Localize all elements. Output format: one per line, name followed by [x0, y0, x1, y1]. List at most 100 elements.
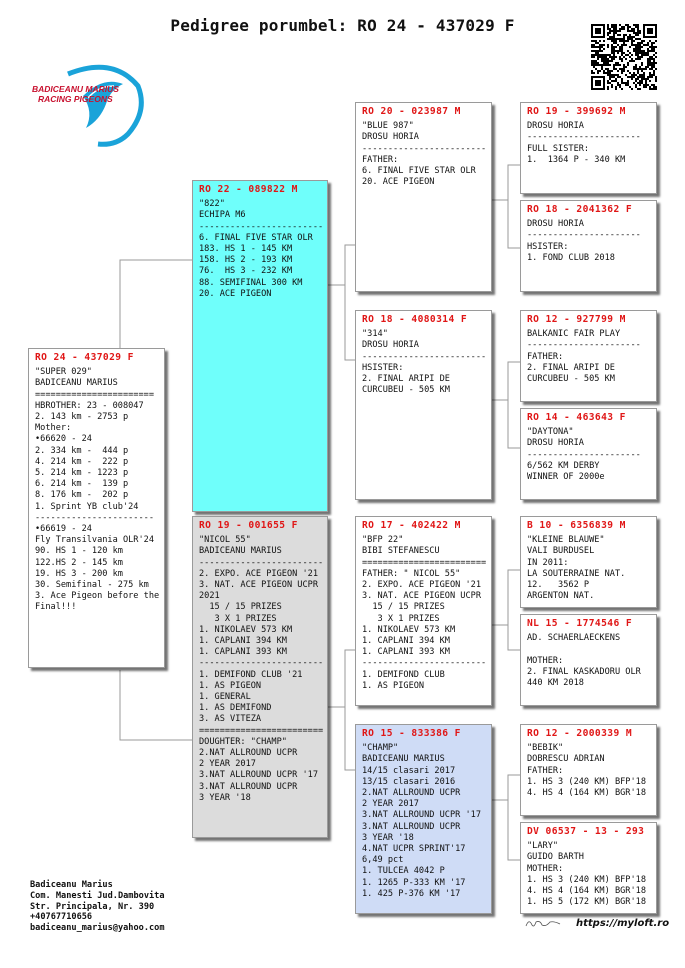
- pigeon-info-line: IN 2011:: [527, 557, 569, 568]
- ring-number: RO 24 - 437029 F: [35, 352, 134, 363]
- qr-code-icon: [591, 24, 657, 90]
- pigeon-info-line: ------------------------: [362, 351, 487, 362]
- pigeon-info-line: 3.NAT ALLROUND UCPR '17: [362, 810, 481, 821]
- pigeon-info-line: ------------------------: [199, 658, 324, 669]
- pigeon-info-line: BADICEANU MARIUS: [35, 378, 118, 389]
- pigeon-info-line: 6. 214 km - 139 p: [35, 479, 129, 490]
- pigeon-info-line: ----------------------: [527, 230, 641, 241]
- pigeon-info-line: ARGENTON NAT.: [527, 591, 595, 602]
- pigeon-info-line: WINNER OF 2000e: [527, 472, 605, 483]
- ring-number: RO 14 - 463643 F: [527, 412, 626, 423]
- pigeon-info-line: 3 X 1 PRIZES: [362, 613, 440, 624]
- pigeon-info-line: 1. AS DEMIFOND: [199, 703, 272, 714]
- pigeon-info-line: 3 X 1 PRIZES: [199, 613, 277, 624]
- dam-sire-card[interactable]: RO 17 - 402422 M"BFP 22"BIBI STEFANESCU=…: [355, 516, 492, 706]
- sire-card[interactable]: RO 22 - 089822 M"822"ECHIPA M6----------…: [192, 180, 328, 512]
- pigeon-info-line: ------------------------: [199, 557, 324, 568]
- pigeon-info-line: 1. 1364 P - 340 KM: [527, 154, 626, 165]
- ring-number: RO 18 - 4080314 F: [362, 314, 467, 325]
- pigeon-info-line: 3. Ace Pigeon before the: [35, 591, 160, 602]
- sire-sire-card[interactable]: RO 20 - 023987 M"BLUE 987"DROSU HORIA---…: [355, 102, 492, 292]
- ring-number: DV 06537 - 13 - 293: [527, 826, 645, 837]
- pigeon-info-line: DROSU HORIA: [362, 132, 419, 143]
- pigeon-info-line: 6. FINAL FIVE STAR OLR: [362, 166, 476, 177]
- pigeon-card[interactable]: RO 24 - 437029 F"SUPER 029"BADICEANU MAR…: [28, 348, 165, 668]
- pigeon-info-line: MOTHER:: [527, 863, 564, 874]
- dam-card[interactable]: RO 19 - 001655 F"NICOL 55"BADICEANU MARI…: [192, 516, 328, 838]
- pigeon-info-line: 2. FINAL ARIPI DE: [527, 362, 615, 373]
- pigeon-info-line: 1. NIKOLAEV 573 KM: [362, 624, 456, 635]
- pigeon-info-line: 3 YEAR '18: [362, 832, 414, 843]
- pigeon-info-line: •66619 - 24: [35, 524, 92, 535]
- pigeon-info-line: "NICOL 55": [199, 535, 251, 546]
- pigeon-info-line: ----------------------: [527, 449, 641, 460]
- pigeon-info-line: CURCUBEU - 505 KM: [362, 385, 450, 396]
- pigeon-info-line: 1. CAPLANI 394 KM: [362, 636, 450, 647]
- pigeon-info-line: 1. DEMIFOND CLUB '21: [199, 669, 303, 680]
- pigeon-info-line: Final!!!: [35, 602, 77, 613]
- ring-number: RO 12 - 2000339 M: [527, 728, 632, 739]
- pigeon-info-line: FULL SISTER:: [527, 143, 590, 154]
- pigeon-info-line: -----------------------: [35, 512, 154, 523]
- pigeon-info-line: 76. HS 3 - 232 KM: [199, 266, 293, 277]
- owner-contact: Badiceanu Marius Com. Manesti Jud.Dambov…: [30, 880, 165, 934]
- pigeon-info-line: HBROTHER: 23 - 008047: [35, 400, 144, 411]
- pigeon-info-line: LA SOUTERRAINE NAT.: [527, 568, 626, 579]
- pigeon-info-line: "BFP 22": [362, 535, 404, 546]
- pigeon-info-line: 3. NAT. ACE PIGEON UCPR: [362, 591, 481, 602]
- pigeon-info-line: ========================: [362, 557, 487, 568]
- pigeon-info-line: 2 YEAR 2017: [362, 799, 419, 810]
- pigeon-info-line: 30. Semifinal - 275 km: [35, 580, 149, 591]
- contact-line: Str. Principala, Nr. 390: [30, 901, 155, 912]
- pigeon-info-line: 1. HS 3 (240 KM) BFP'18: [527, 776, 646, 787]
- pigeon-info-line: 4. HS 4 (164 KM) BGR'18: [527, 788, 646, 799]
- pigeon-info-line: "DAYTONA": [527, 427, 574, 438]
- ring-number: RO 18 - 2041362 F: [527, 204, 632, 215]
- pigeon-info-line: DROSU HORIA: [527, 438, 584, 449]
- pigeon-info-line: 2. EXPO. ACE PIGEON '21: [199, 568, 318, 579]
- pigeon-info-line: •66620 - 24: [35, 434, 92, 445]
- sire-dam-card[interactable]: RO 18 - 4080314 F"314"DROSU HORIA-------…: [355, 310, 492, 500]
- pigeon-info-line: Mother:: [35, 423, 72, 434]
- pigeon-info-line: 6,49 pct: [362, 855, 404, 866]
- pigeon-info-line: 3.NAT ALLROUND UCPR: [199, 781, 298, 792]
- pigeon-info-line: 1. AS PIGEON: [362, 680, 425, 691]
- pigeon-info-line: ECHIPA M6: [199, 210, 246, 221]
- pigeon-info-line: 1. CAPLANI 393 KM: [362, 647, 450, 658]
- pigeon-info-line: 4.NAT UCPR SPRINT'17: [362, 844, 466, 855]
- pigeon-info-line: DROSU HORIA: [362, 340, 419, 351]
- ancestor-card[interactable]: RO 14 - 463643 F "DAYTONA"DROSU HORIA----…: [520, 408, 657, 500]
- pigeon-info-line: 4. 214 km - 222 p: [35, 456, 129, 467]
- pigeon-info-line: 1. TULCEA 4042 P: [362, 866, 445, 877]
- pigeon-info-line: FATHER: " NICOL 55": [362, 568, 461, 579]
- pigeon-info-line: 6/562 KM DERBY: [527, 460, 600, 471]
- pigeon-info-line: 6. FINAL FIVE STAR OLR: [199, 232, 313, 243]
- website-link[interactable]: https://myloft.ro: [576, 918, 670, 929]
- pigeon-info-line: 90. HS 1 - 120 km: [35, 546, 123, 557]
- pigeon-info-line: 2. 143 km - 2753 p: [35, 412, 129, 423]
- contact-line: Badiceanu Marius: [30, 880, 113, 890]
- pigeon-info-line: 1. AS PIGEON: [199, 680, 262, 691]
- pigeon-info-line: 19. HS 3 - 200 km: [35, 568, 123, 579]
- pigeon-info-line: 2. EXPO. ACE PIGEON '21: [362, 580, 481, 591]
- pigeon-info-line: DOUGHTER: "CHAMP": [199, 736, 287, 747]
- pigeon-info-line: GUIDO BARTH: [527, 852, 584, 863]
- pigeon-info-line: 4. HS 4 (164 KM) BGR'18: [527, 886, 646, 897]
- contact-line: badiceanu_marius@yahoo.com: [30, 923, 165, 934]
- pigeon-info-line: "822": [199, 199, 225, 210]
- pigeon-info-line: "BEBIK": [527, 743, 564, 754]
- pigeon-info-line: HSISTER:: [527, 241, 569, 252]
- ring-number: RO 17 - 402422 M: [362, 520, 461, 531]
- pigeon-info-line: 440 KM 2018: [527, 678, 584, 689]
- pigeon-info-line: DROSU HORIA: [527, 121, 584, 132]
- ancestor-card[interactable]: B 10 - 6356839 M"KLEINE BLAUWE"VALI BURD…: [520, 516, 657, 608]
- pigeon-info-line: 1. HS 3 (240 KM) BFP'18: [527, 874, 646, 885]
